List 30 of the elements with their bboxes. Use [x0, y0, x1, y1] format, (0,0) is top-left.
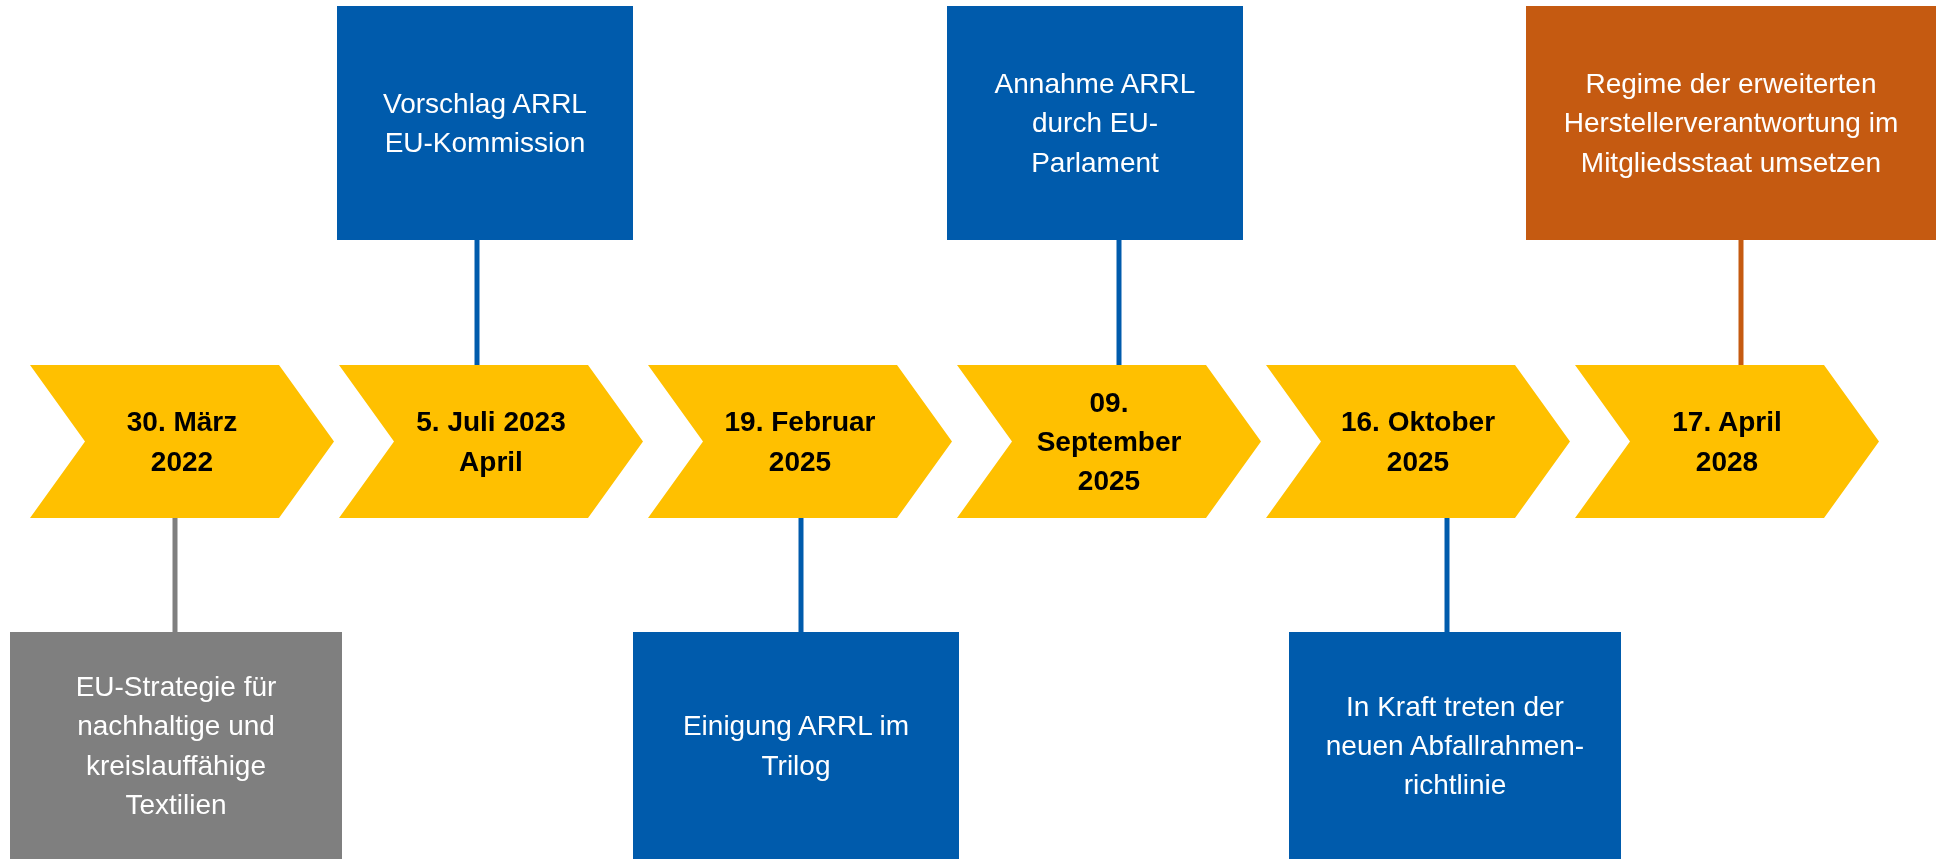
- event-box: [10, 632, 342, 859]
- event-text: Einigung ARRL im Trilog: [681, 709, 911, 783]
- timeline-segment: [30, 365, 334, 518]
- date-label: 09. September 2025: [1035, 385, 1183, 499]
- connector-line: [474, 240, 480, 365]
- date-label: 19. Februar 2025: [723, 405, 877, 479]
- timeline-segment: [648, 365, 952, 518]
- event-text: In Kraft treten der neuen Abfallrahmen-richtlinie: [1324, 689, 1586, 803]
- date-label: 30. März 2022: [125, 405, 239, 479]
- event-box: [633, 632, 959, 859]
- timeline-segment: [957, 365, 1261, 518]
- event-text: Regime der erweiterten Herstellerverantwortung im Mitgliedsstaat umsetzen: [1562, 67, 1900, 180]
- connector-line: [1116, 240, 1122, 365]
- timeline-segment: [1575, 365, 1879, 518]
- connector-line: [172, 518, 178, 632]
- event-text: Vorschlag ARRL EU-Kommission: [382, 86, 588, 160]
- event-text: Annahme ARRL durch EU-Parlament: [993, 67, 1197, 180]
- connector-line: [1738, 240, 1744, 365]
- event-box: [337, 6, 633, 240]
- event-box: [947, 6, 1243, 240]
- date-label: 5. Juli 2023 April: [415, 405, 567, 479]
- date-label: 17. April 2028: [1671, 405, 1783, 479]
- event-box: [1289, 632, 1621, 859]
- connector-line: [798, 518, 804, 632]
- event-box: [1526, 6, 1936, 240]
- timeline-segment: [1266, 365, 1570, 518]
- date-label: 16. Oktober 2025: [1339, 405, 1497, 479]
- event-text: EU-Strategie für nachhaltige und kreislauffähige Textilien: [74, 670, 278, 822]
- connector-line: [1444, 518, 1450, 632]
- timeline-segment: [339, 365, 643, 518]
